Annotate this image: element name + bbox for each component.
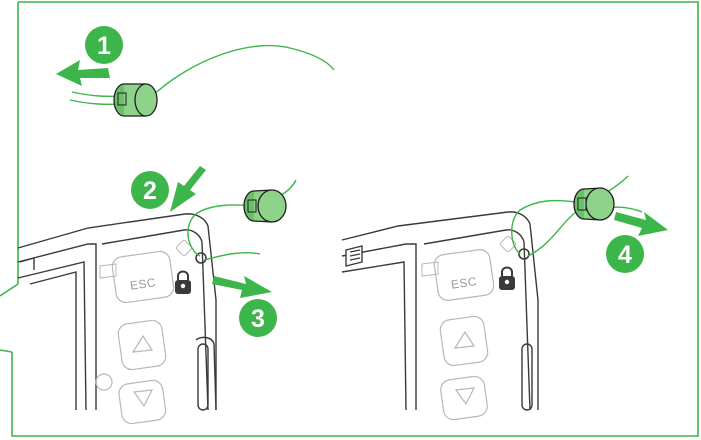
step1-seal-group: 1 [56,26,334,116]
arrow-2 [170,166,206,212]
right-keypad: ESC [422,236,529,421]
step-number-1: 1 [97,32,111,60]
triangle-up-icon [455,332,474,348]
arrow-3 [212,276,272,298]
down-key [118,379,167,425]
triangle-down-icon [134,390,152,406]
left-keypad: ESC [96,240,206,425]
step4-seal-group: 4 [512,176,668,273]
lead-seal [114,84,157,116]
left-device [18,214,216,410]
arrow-4 [614,212,668,236]
esc-key-label: ESC [450,274,478,292]
triangle-down-icon [456,388,474,404]
padlock-icon [175,272,191,295]
lead-seal [244,190,286,222]
step-number-4: 4 [618,241,632,269]
up-key [439,315,489,367]
padlock-icon [499,268,515,291]
down-key [439,375,488,421]
step-number-3: 3 [251,305,265,333]
esc-key-label: ESC [129,275,157,293]
triangle-up-icon [133,336,152,352]
arrow-1 [56,60,110,86]
step-number-2: 2 [143,177,157,205]
up-key [117,319,167,371]
right-device [342,212,538,410]
lead-seal [574,188,614,220]
